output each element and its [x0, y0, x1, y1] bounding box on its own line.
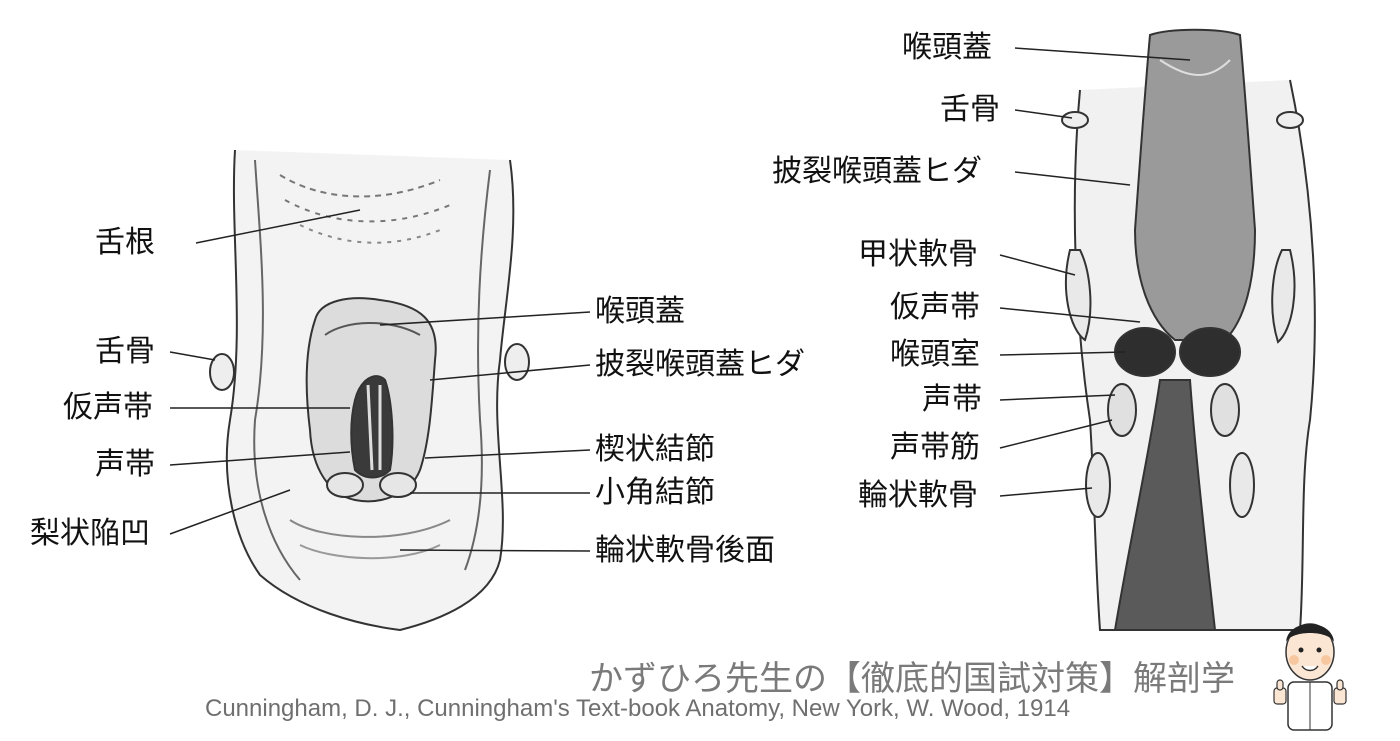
label-laryngeal-ventricle: 喉頭室: [890, 337, 980, 372]
label-epiglottis-left: 喉頭蓋: [595, 294, 685, 329]
credit-citation: Cunningham, D. J., Cunningham's Text-boo…: [205, 695, 1071, 722]
left-larynx-illustration: [209, 149, 530, 632]
label-hyoid-right: 舌骨: [940, 92, 1000, 127]
label-posterior-cricoid: 輪状軟骨後面: [595, 533, 775, 568]
label-aryepiglottic-fold-right: 披裂喉頭蓋ヒダ: [772, 154, 982, 189]
right-larynx-illustration: [1061, 28, 1316, 631]
label-corniculate-tubercle: 小角結節: [595, 475, 715, 510]
label-vestibular-fold-left: 仮声帯: [63, 390, 153, 425]
label-thyroid-cartilage: 甲状軟骨: [858, 237, 978, 272]
left-leader-lines: [169, 209, 591, 552]
label-hyoid-left: 舌骨: [95, 334, 155, 369]
label-epiglottis-right: 喉頭蓋: [902, 30, 992, 65]
label-vocalis-muscle: 声帯筋: [890, 430, 980, 465]
label-vocal-fold-right: 声帯: [922, 382, 982, 417]
label-vestibular-fold-right: 仮声帯: [890, 290, 980, 325]
label-aryepiglottic-fold-left: 披裂喉頭蓋ヒダ: [595, 347, 805, 382]
label-cricoid-cartilage: 輪状軟骨: [858, 478, 978, 513]
doctor-mascot-icon: [1273, 623, 1347, 731]
label-piriform-recess: 梨状陥凹: [30, 516, 150, 551]
credit-title: かずひろ先生の【徹底的国試対策】解剖学: [589, 659, 1235, 699]
label-tongue-root: 舌根: [95, 225, 155, 260]
label-vocal-fold-left: 声帯: [95, 447, 155, 482]
right-leader-lines: [999, 47, 1191, 497]
label-cuneiform-tubercle: 楔状結節: [595, 432, 715, 467]
